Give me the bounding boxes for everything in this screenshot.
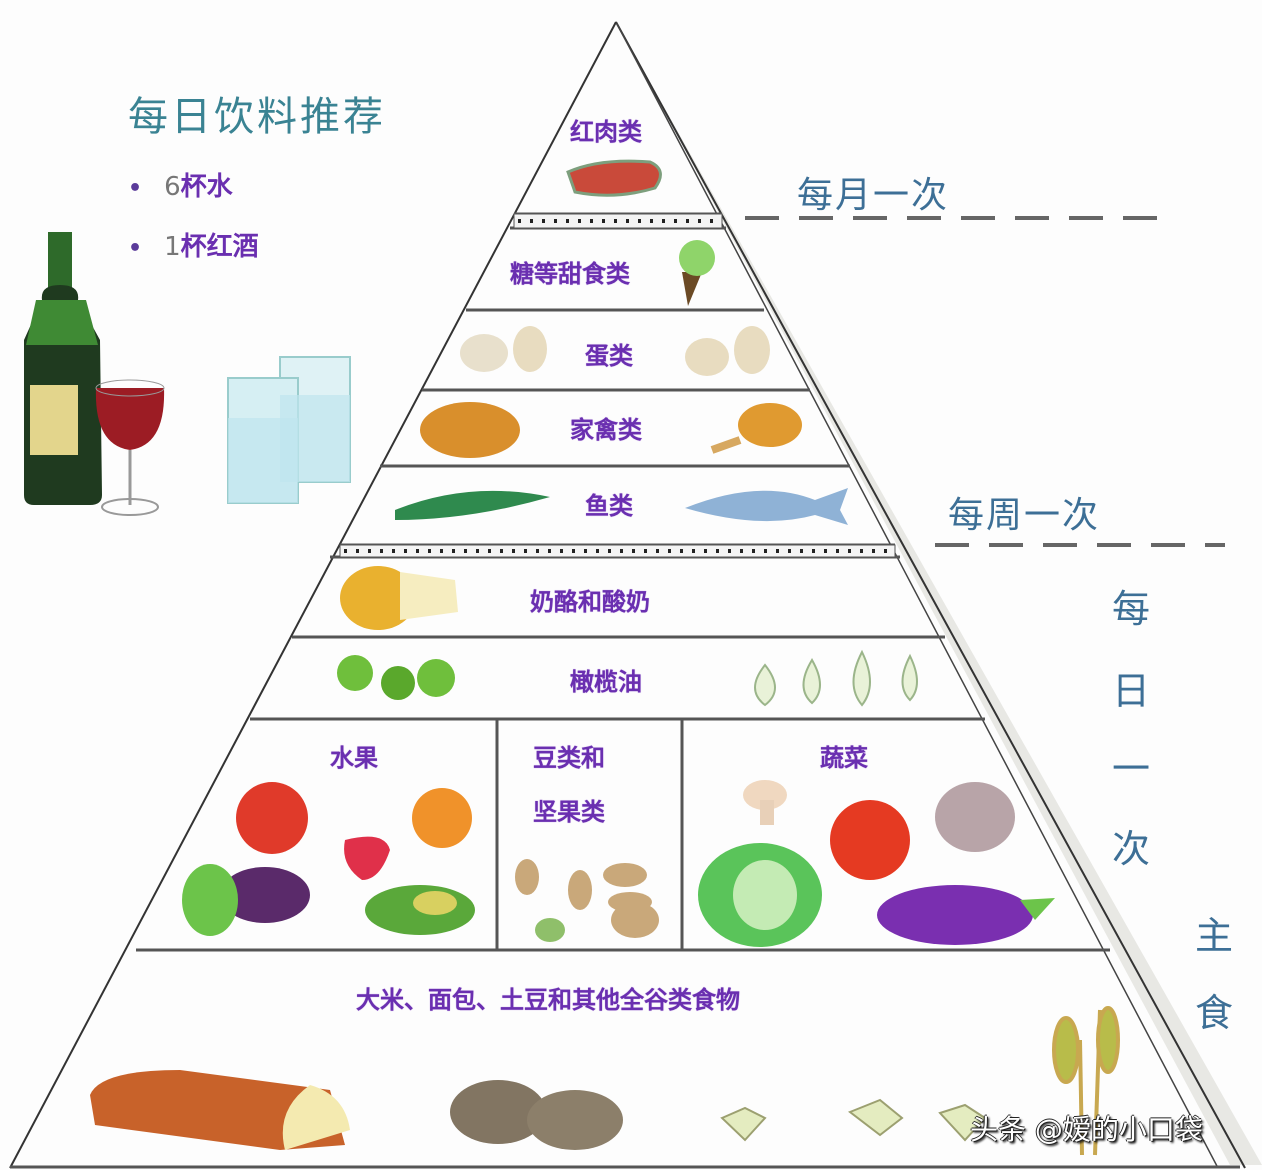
wine-bottle-icon [24, 232, 102, 505]
nuts-icon [515, 859, 659, 942]
eggplant-icon [877, 885, 1055, 945]
staple-char-1: 主 [1195, 914, 1234, 958]
wine-glass-icon [95, 379, 165, 516]
blue-fish-icon [685, 488, 848, 525]
drinks-title: 每日饮料推荐 [128, 94, 386, 140]
tier-label-sweets: 糖等甜食类 [510, 260, 630, 288]
potatoes-icon [450, 1080, 623, 1150]
tier-label-cheese-yogurt: 奶酪和酸奶 [530, 588, 650, 616]
wheat-icon [1052, 1006, 1120, 1156]
bullet-dot-icon: • [128, 236, 143, 261]
tier-label-poultry: 家禽类 [570, 416, 642, 444]
frequency-daily-char-2: 日 [1112, 669, 1151, 713]
water-glasses-icon [227, 356, 351, 504]
frequency-daily-char-1: 每 [1112, 587, 1151, 631]
cabbage-icon [698, 843, 822, 947]
oil-drops-icon [754, 649, 918, 707]
grapes-icon [182, 864, 310, 936]
roast-chicken-icon [420, 402, 520, 458]
tier-label-eggs: 蛋类 [585, 342, 633, 370]
onion-icon [935, 782, 1015, 852]
bullet-dot-icon: • [128, 176, 143, 201]
pasta-icon [720, 1098, 987, 1142]
cheese-icon [340, 566, 458, 630]
apple-icon [236, 782, 308, 854]
frequency-weekly: 每周一次 [948, 495, 1101, 536]
tomato-icon [830, 800, 910, 880]
avocado-icon [365, 885, 475, 935]
tier-label-beans-line1: 豆类和 [533, 744, 605, 772]
strawberry-icon [344, 836, 390, 880]
tier-label-fish: 鱼类 [585, 492, 633, 520]
chicken-drumstick-icon [710, 403, 802, 454]
mushroom-icon [743, 780, 787, 825]
bread-icon [90, 1070, 350, 1150]
drink-item-water: •6杯水 [128, 172, 233, 202]
ice-cream-icon [679, 240, 715, 306]
tier-label-beans-line2: 坚果类 [533, 798, 605, 826]
staple-char-2: 食 [1195, 991, 1234, 1035]
frequency-daily-char-4: 次 [1112, 827, 1151, 871]
tier-label-red-meat: 红肉类 [570, 118, 642, 146]
olives-icon [337, 655, 455, 700]
frequency-daily-char-3: 一 [1112, 747, 1151, 791]
drink-item-wine: •1杯红酒 [128, 232, 259, 262]
watermark: 头条 @嫒的小口袋 [970, 1113, 1203, 1146]
tier-label-grains: 大米、面包、土豆和其他全谷类食物 [356, 986, 740, 1014]
tier-label-olive-oil: 橄榄油 [570, 668, 642, 696]
eggs-icon [460, 326, 770, 376]
green-fish-icon [395, 490, 550, 520]
tier-label-vegetables: 蔬菜 [820, 744, 868, 772]
tier-label-fruit: 水果 [330, 744, 378, 772]
steak-icon [566, 159, 662, 197]
frequency-monthly: 每月一次 [797, 175, 950, 216]
apricot-icon [412, 788, 472, 848]
